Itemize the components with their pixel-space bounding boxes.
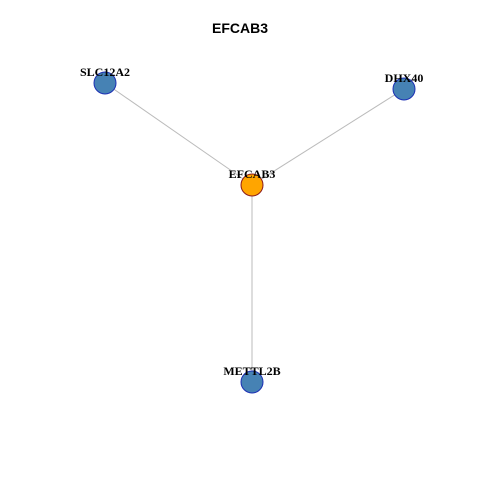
- node-label-slc12a2: SLC12A2: [80, 65, 130, 79]
- node-circle-dhx40: [392, 77, 416, 101]
- edge-efcab3-slc12a2: [104, 82, 253, 186]
- edge-efcab3-dhx40: [251, 88, 405, 186]
- node-circle-mettl2b: [240, 370, 264, 394]
- node-circle-slc12a2: [93, 71, 117, 95]
- node-label-dhx40: DHX40: [385, 71, 424, 85]
- node-label-mettl2b: METTL2B: [223, 364, 280, 378]
- node-circle-efcab3: [240, 173, 264, 197]
- node-slc12a2: SLC12A2: [80, 65, 130, 95]
- node-dhx40: DHX40: [385, 71, 424, 101]
- node-label-efcab3: EFCAB3: [229, 167, 276, 181]
- edge-layer: [104, 82, 405, 382]
- diagram-title: EFCAB3: [211, 20, 268, 36]
- node-mettl2b: METTL2B: [223, 364, 281, 394]
- node-efcab3: EFCAB3: [229, 167, 276, 197]
